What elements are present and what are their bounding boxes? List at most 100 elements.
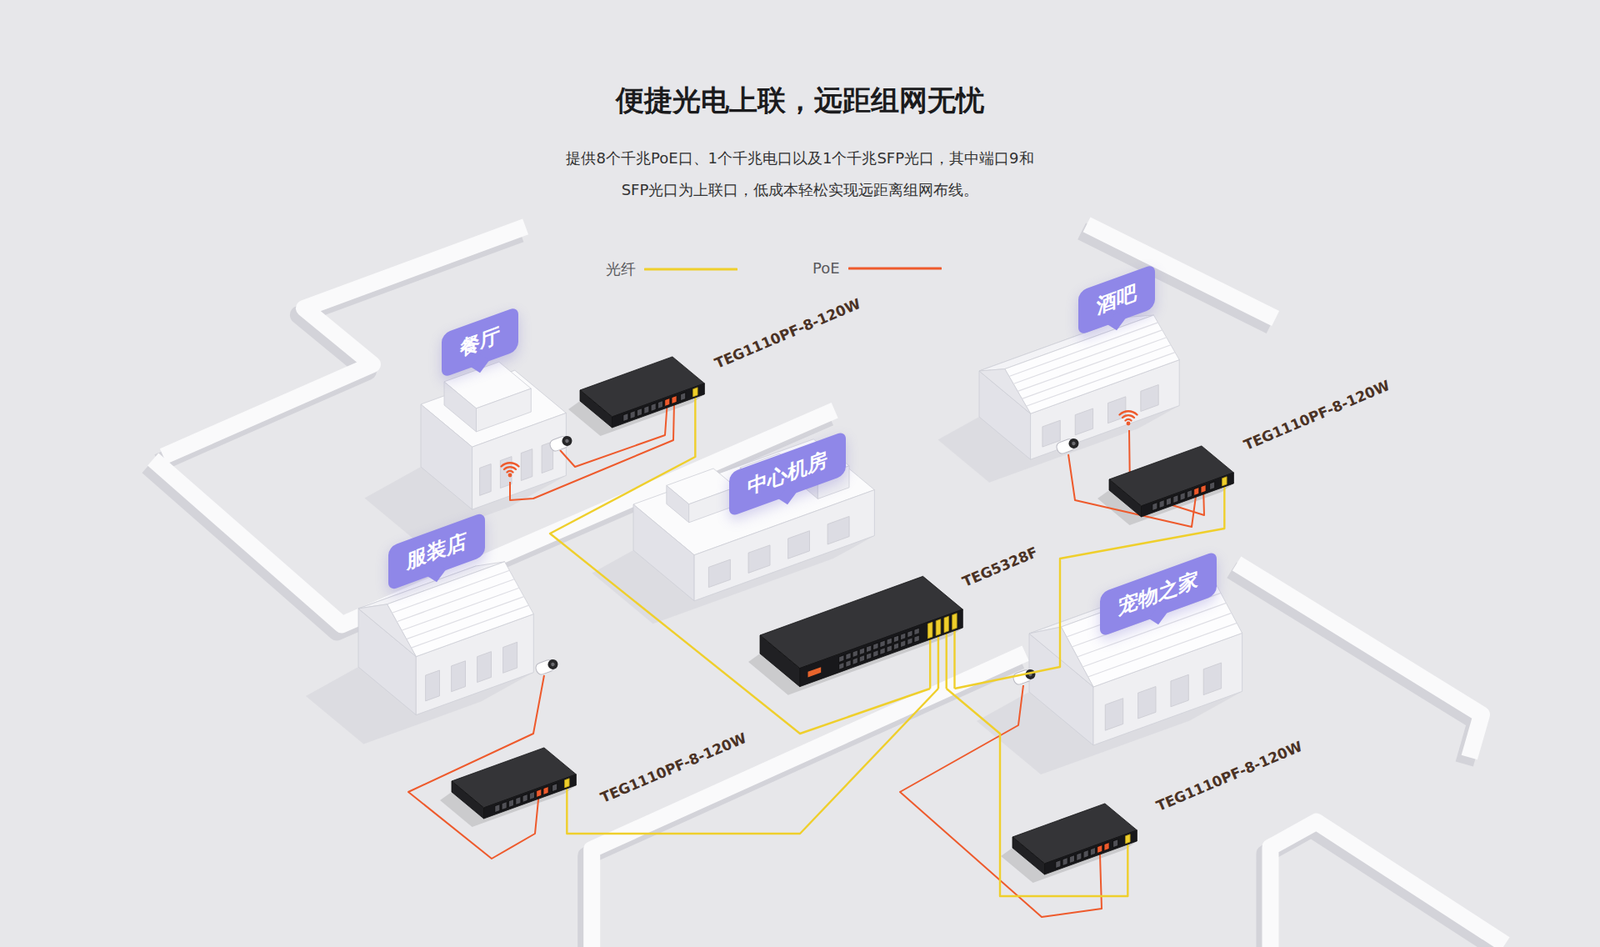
camera-icon xyxy=(534,656,560,675)
poe-wire xyxy=(510,400,675,500)
port xyxy=(880,640,885,648)
device-side xyxy=(1012,836,1045,875)
device-top xyxy=(760,575,963,668)
port xyxy=(839,655,845,663)
switch-device: TEG1110PF-8-120W xyxy=(578,293,865,430)
port xyxy=(1159,500,1165,509)
building-window xyxy=(1105,698,1123,731)
port xyxy=(845,652,851,660)
fiber-plug xyxy=(693,387,699,397)
poe-plug xyxy=(1200,485,1206,494)
legend-item: 光纤 xyxy=(605,259,738,280)
fiber-plug xyxy=(927,621,933,639)
fiber-plug xyxy=(565,778,570,788)
fiber-link xyxy=(946,688,1129,896)
port xyxy=(501,801,507,810)
building-window xyxy=(827,515,850,545)
roof-gable xyxy=(1029,626,1094,687)
building-window xyxy=(1140,385,1159,412)
model-label: TEG1110PF-8-120W xyxy=(597,729,749,806)
camera-lens xyxy=(546,657,560,670)
building-window xyxy=(477,651,492,683)
port xyxy=(644,405,650,415)
poe-plug xyxy=(1104,842,1110,851)
port xyxy=(845,660,851,668)
port xyxy=(839,662,845,670)
port xyxy=(529,791,535,800)
uplink-port xyxy=(1210,481,1215,490)
port xyxy=(1165,497,1171,506)
camera-icon xyxy=(1055,435,1080,455)
camera-icon xyxy=(548,433,574,452)
location-callout: 餐厅 xyxy=(441,305,519,379)
switch-drawing xyxy=(450,727,751,820)
legend-line-sample xyxy=(848,264,942,273)
building-side xyxy=(666,485,690,522)
wifi-arc xyxy=(501,462,520,466)
page-caption: 提供8个千兆PoE口、1个千兆电口以及1个千兆SFP光口，其中端口9和 SFP光… xyxy=(541,142,1059,206)
wifi-arc xyxy=(1122,415,1135,418)
wall-shadow xyxy=(586,660,1020,947)
poe-plug xyxy=(671,395,677,405)
fiber-plug xyxy=(1125,834,1131,844)
poe-plug xyxy=(1097,845,1103,854)
roof-stripe xyxy=(1017,337,1167,392)
roof-stripe xyxy=(1021,345,1171,400)
roof-stripe xyxy=(1013,330,1163,385)
port xyxy=(1173,495,1179,504)
legend-line xyxy=(645,268,737,271)
fiber-stubs xyxy=(566,391,1225,876)
uplink-port xyxy=(680,392,686,401)
camera-lens xyxy=(1067,436,1080,450)
building-window xyxy=(503,641,518,673)
port xyxy=(900,632,906,640)
device-side xyxy=(451,780,485,819)
wifi-dot xyxy=(508,473,513,478)
wifi-ap-icon xyxy=(1120,410,1138,425)
wall xyxy=(1270,821,1505,947)
port xyxy=(515,796,521,805)
fiber-plug xyxy=(1222,476,1228,486)
switch-device: TEG1110PF-8-120W xyxy=(1107,375,1395,519)
roof-stripe xyxy=(1025,352,1175,407)
roof-stripe xyxy=(406,596,525,640)
poe-plug xyxy=(543,786,549,795)
port xyxy=(1180,492,1185,501)
poe-wires xyxy=(408,400,1205,917)
wifi-arc xyxy=(1125,419,1132,420)
device-side xyxy=(580,390,613,428)
fiber-plug xyxy=(952,613,958,630)
port xyxy=(508,799,514,808)
uplink-port xyxy=(552,783,558,792)
fiber-plug xyxy=(935,619,941,636)
port xyxy=(1090,847,1095,856)
building-window xyxy=(520,449,533,481)
building-window xyxy=(425,670,440,701)
port xyxy=(914,635,920,643)
building-window xyxy=(1075,408,1093,435)
wifi-arc xyxy=(504,466,516,470)
port xyxy=(859,655,865,663)
roof-stripe xyxy=(411,605,530,648)
wall xyxy=(1236,563,1482,758)
brand-badge xyxy=(808,666,822,677)
legend-label: 光纤 xyxy=(605,259,636,280)
port xyxy=(636,408,642,417)
ground-walls xyxy=(148,224,1505,947)
port xyxy=(522,794,528,803)
legend-item: PoE xyxy=(812,259,942,277)
port xyxy=(1186,490,1192,499)
building-window xyxy=(1170,674,1189,707)
building-window xyxy=(788,530,810,560)
port xyxy=(893,635,899,643)
port xyxy=(859,647,865,655)
port xyxy=(1062,857,1068,866)
fiber-link xyxy=(954,518,1225,689)
port xyxy=(1076,852,1082,861)
page-title: 便捷光电上联，远距组网无忧 xyxy=(615,83,985,118)
switch-device: TEG1110PF-8-120W xyxy=(450,727,751,820)
wall xyxy=(591,653,1025,947)
port xyxy=(495,804,500,813)
building-window xyxy=(1203,662,1221,695)
wifi-ap-icon xyxy=(501,462,520,477)
